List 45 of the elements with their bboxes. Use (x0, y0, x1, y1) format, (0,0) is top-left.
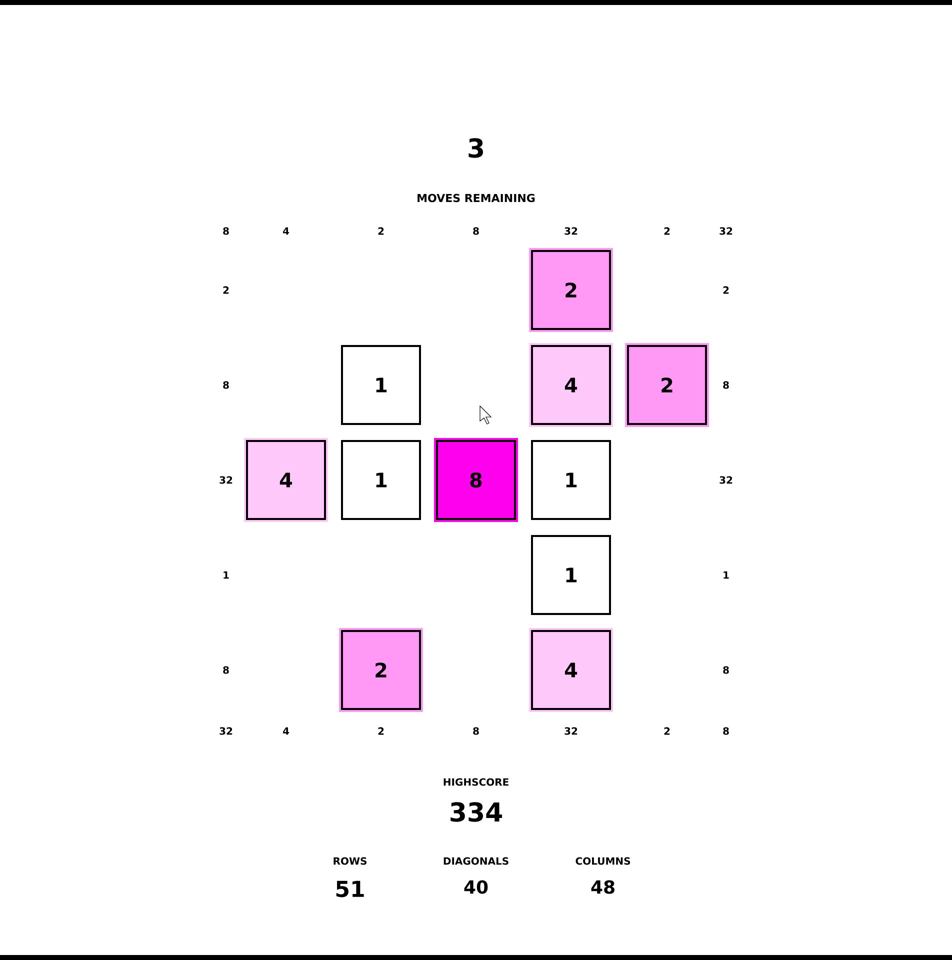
edge-number: 8 (723, 727, 729, 735)
edge-number: 4 (282, 727, 290, 735)
edge-number: 32 (720, 227, 732, 235)
edge-number: 2 (378, 227, 384, 235)
number-tile: 4 (244, 438, 328, 522)
stat-label: HIGHSCORE (444, 778, 508, 786)
edge-number: 32 (564, 227, 578, 235)
edge-number: 32 (220, 727, 232, 735)
edge-number: 8 (723, 381, 729, 389)
moves-counter: 3 (468, 138, 483, 158)
number-tile: 2 (529, 248, 613, 332)
number-tile: 4 (529, 628, 613, 712)
edge-number: 8 (723, 666, 729, 674)
edge-number: 2 (664, 227, 670, 235)
edge-number: 8 (473, 727, 479, 735)
edge-number: 32 (720, 476, 732, 484)
edge-number: 4 (282, 227, 290, 235)
edge-number: 8 (223, 227, 229, 235)
stat-label: DIAGONALS (444, 857, 508, 865)
edge-number: 8 (223, 666, 229, 674)
edge-number: 1 (224, 571, 229, 579)
edge-number: 2 (378, 727, 384, 735)
edge-number: 32 (220, 476, 232, 484)
number-tile: 1 (531, 440, 611, 520)
stat-label: ROWS (334, 857, 366, 865)
edge-number: 2 (664, 727, 670, 735)
number-tile: 4 (529, 343, 613, 427)
edge-number: 8 (223, 381, 229, 389)
edge-number: 8 (473, 227, 479, 235)
number-tile: 8 (434, 438, 518, 522)
number-tile: 2 (339, 628, 423, 712)
stat-value: 48 (591, 880, 614, 894)
number-tile: 1 (341, 440, 421, 520)
edge-number: 32 (564, 727, 578, 735)
stat-label: COLUMNS (576, 857, 630, 865)
score-value: 334 (450, 802, 502, 822)
stat-value: 51 (336, 880, 364, 898)
number-tile: 1 (341, 345, 421, 425)
number-tile: 1 (531, 535, 611, 615)
edge-number: 1 (724, 571, 729, 579)
heading: MOVES REMAINING (418, 194, 535, 202)
number-tile: 2 (625, 343, 709, 427)
edge-number: 2 (223, 286, 229, 294)
stat-value: 40 (464, 880, 488, 894)
edge-number: 2 (723, 286, 729, 294)
